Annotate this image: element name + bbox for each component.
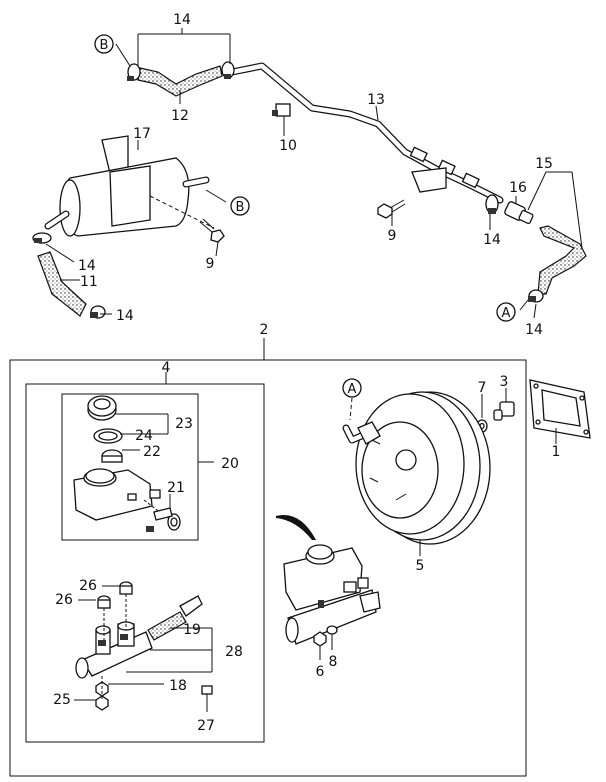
label-part-24: 24 [135,428,153,444]
label-part-14-valve: 14 [483,232,501,248]
label-part-11: 11 [80,274,98,290]
label-part-25: 25 [53,692,71,708]
master-cylinder-body [75,621,153,679]
label-part-13: 13 [367,92,385,108]
ref-marker-b-canister: B [230,196,250,216]
label-part-27: 27 [197,718,215,734]
label-part-14-top: 14 [173,12,191,28]
piston-19 [147,595,203,641]
reservoir-cap-23 [87,395,117,421]
label-part-26-right: 26 [79,578,97,594]
bolt-27 [201,685,213,712]
bolt-9-lower [199,218,225,243]
check-valve-3 [493,388,515,421]
master-cylinder-assembly [283,544,381,645]
hose-15 [537,225,587,295]
label-part-14-right: 14 [525,322,543,338]
booster-studs [369,439,407,501]
label-part-9-upper: 9 [388,228,397,244]
label-part-16: 16 [509,180,527,196]
label-part-12: 12 [171,108,189,124]
label-part-3: 3 [500,374,509,390]
hose-clamp [90,305,106,319]
clip-10 [272,103,291,117]
label-part-17: 17 [133,126,151,142]
label-part-2: 2 [260,322,269,338]
hose-clamp [528,289,544,303]
fittings-25 [95,681,109,711]
assembly-frame-2 [9,359,527,777]
check-valve-16 [485,194,534,225]
brake-booster-5 [342,391,491,545]
label-part-22: 22 [143,444,161,460]
label-part-20: 20 [221,456,239,472]
ref-marker-b-top: B [94,34,114,54]
label-part-1: 1 [552,444,561,460]
svg-text:A: A [348,382,357,397]
hose-12 [137,65,223,97]
svg-text:A: A [502,306,511,321]
hose-clamp [127,61,235,81]
svg-text:B: B [100,38,109,53]
strainer-seal-24 [93,428,123,444]
vacuum-tube-13 [228,62,504,204]
label-part-4: 4 [162,360,171,376]
grommet-26 [97,581,133,609]
reservoir-tank-20 [73,468,161,521]
canister-17 [44,135,210,237]
ref-marker-a-booster: A [342,378,362,398]
washer-8 [326,625,338,650]
leader-lines-reservoir [114,413,171,508]
label-part-15: 15 [535,156,553,172]
label-part-28: 28 [225,644,243,660]
assembly-frame-4 [25,383,265,743]
hose-11 [37,251,87,317]
label-part-18: 18 [169,678,187,694]
label-part-19: 19 [183,622,201,638]
svg-text:B: B [236,200,245,215]
label-part-9-lower: 9 [206,256,215,272]
label-part-10: 10 [279,138,297,154]
label-part-5: 5 [416,558,425,574]
label-part-6: 6 [316,664,325,680]
label-part-23: 23 [175,416,193,432]
label-part-21: 21 [167,480,185,496]
reservoir-grommet-21 [143,499,181,532]
leader-lines-cylinder [74,585,213,701]
label-part-14-lower: 14 [116,308,134,324]
label-part-8: 8 [329,654,338,670]
label-part-7: 7 [478,380,487,396]
hose-clamp [32,232,52,244]
gasket-1 [529,379,591,439]
label-part-14-left: 14 [78,258,96,274]
nut-6 [313,631,327,660]
assembly-arrow [276,515,316,540]
ref-marker-a-hose: A [496,302,516,322]
reservoir-frame-20 [61,393,199,541]
leader-lines-top [45,28,583,319]
label-part-26-left: 26 [55,592,73,608]
strainer-22 [101,449,123,463]
